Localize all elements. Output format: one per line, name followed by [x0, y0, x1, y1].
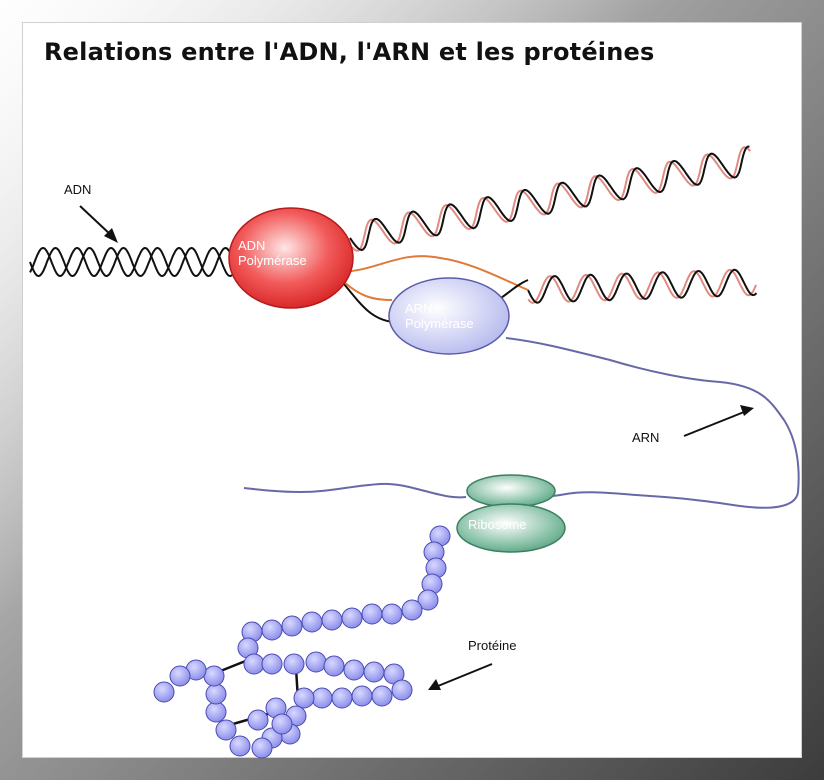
amino-acid-bead	[351, 685, 373, 707]
proteine-label: Protéine	[468, 638, 516, 653]
adn-arrow	[79, 205, 118, 243]
adn-polymerase-label-line1: ADN	[238, 238, 265, 253]
amino-acid-bead	[169, 665, 191, 687]
amino-acid-bead	[381, 603, 403, 625]
mrna-strand	[505, 337, 800, 509]
amino-acid-bead	[247, 709, 269, 731]
amino-acid-bead	[283, 653, 305, 675]
dna-double-helix-upper	[349, 145, 752, 252]
amino-acid-bead	[363, 661, 385, 683]
rna-transcript-strand	[341, 255, 529, 291]
amino-acid-bead	[305, 651, 327, 673]
amino-acid-bead	[301, 611, 323, 633]
amino-acid-bead	[271, 713, 293, 735]
amino-acid-bead	[153, 681, 175, 703]
amino-acid-bead	[205, 701, 227, 723]
amino-acid-bead	[215, 719, 237, 741]
rna-transcript-strand-inner	[343, 281, 393, 301]
dna-double-helix-left	[29, 246, 233, 278]
protein-chain	[153, 525, 451, 759]
amino-acid-bead	[417, 589, 439, 611]
amino-acid-bead	[391, 679, 413, 701]
amino-acid-bead	[343, 659, 365, 681]
adn-label: ADN	[64, 182, 91, 197]
arn-label: ARN	[632, 430, 659, 445]
ribosome-large-subunit	[456, 503, 566, 553]
page-title: Relations entre l'ADN, l'ARN et les prot…	[44, 38, 655, 66]
amino-acid-bead	[331, 687, 353, 709]
amino-acid-bead	[261, 619, 283, 641]
ribosome-small-subunit	[466, 474, 556, 508]
amino-acid-bead	[243, 653, 265, 675]
arn-polymerase	[388, 277, 510, 355]
amino-acid-bead	[203, 665, 225, 687]
amino-acid-bead	[341, 607, 363, 629]
amino-acid-bead	[371, 685, 393, 707]
content-panel	[22, 22, 802, 758]
amino-acid-bead	[229, 735, 251, 757]
amino-acid-bead	[361, 603, 383, 625]
helix-left-strand-a	[29, 246, 233, 278]
amino-acid-bead	[311, 687, 333, 709]
amino-acid-bead	[261, 653, 283, 675]
amino-acid-bead	[281, 615, 303, 637]
amino-acid-bead	[205, 683, 227, 705]
arn-arrow	[683, 405, 754, 437]
adn-polymerase	[228, 207, 354, 309]
dna-double-helix-lower	[527, 268, 758, 304]
adn-polymerase-label-line2: Polymérase	[238, 253, 307, 268]
amino-acid-bead	[401, 599, 423, 621]
helix-left-strand-b	[29, 246, 233, 278]
amino-acid-bead	[321, 609, 343, 631]
arn-polymerase-label-line2: Polymérase	[405, 316, 474, 331]
mrna-strand-left	[243, 482, 467, 499]
proteine-arrow	[428, 663, 493, 690]
dna-template-strand	[343, 283, 395, 323]
arn-polymerase-label-line1: ARN	[405, 301, 432, 316]
helix-upper-strand-a	[349, 145, 750, 252]
ribosome-label: Ribosome	[468, 517, 527, 532]
helix-upper-strand-b	[350, 146, 752, 252]
amino-acid-bead	[323, 655, 345, 677]
amino-acid-bead	[251, 737, 273, 759]
helix-lower-strand-a	[527, 268, 758, 304]
amino-acid-bead	[293, 687, 315, 709]
